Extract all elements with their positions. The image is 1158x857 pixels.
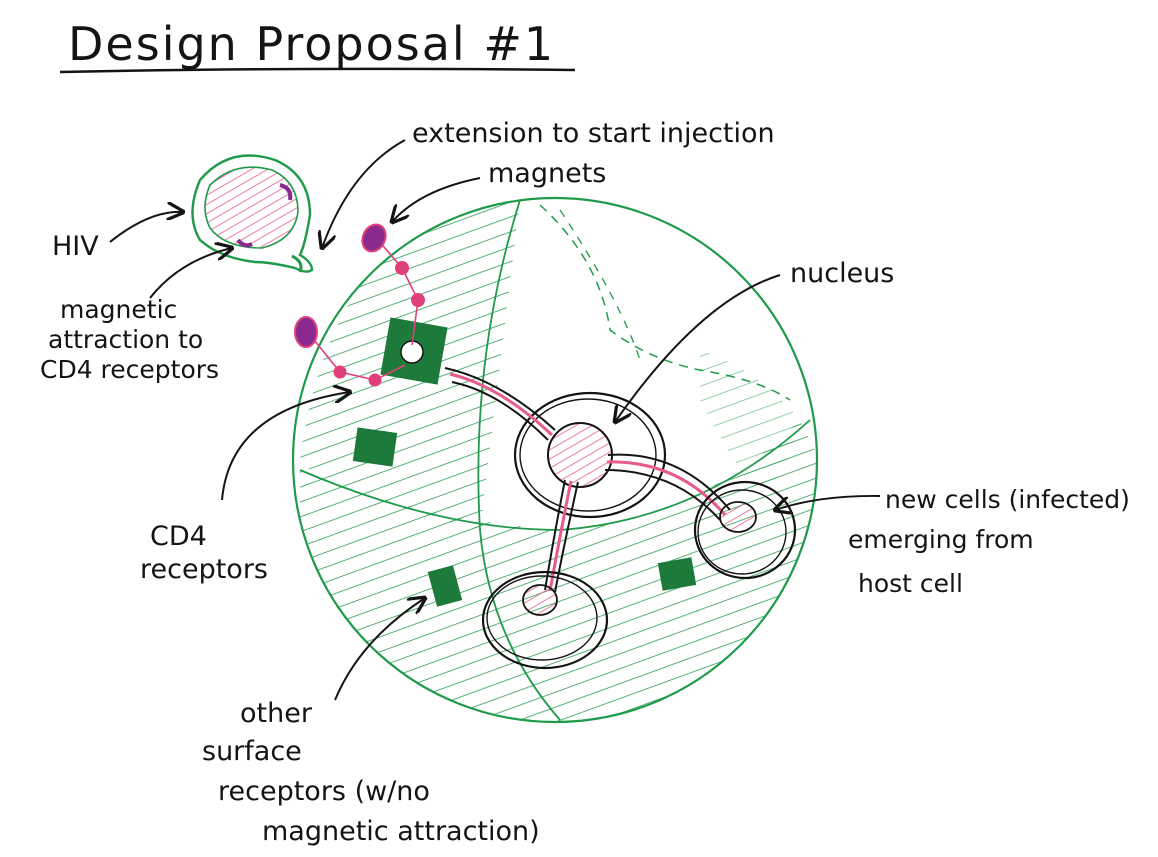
label-magnetic-attraction-2: attraction to <box>48 325 203 354</box>
arrow-hiv <box>110 212 183 242</box>
label-cd4-1: CD4 <box>150 521 207 552</box>
label-new-cells-1: new cells (infected) <box>885 485 1130 514</box>
label-other-2: surface <box>202 736 302 767</box>
arrow-extension <box>322 140 405 248</box>
label-cd4-2: receptors <box>140 554 268 585</box>
nucleus <box>515 393 665 517</box>
title-group: Design Proposal #1 <box>60 17 575 72</box>
page-title: Design Proposal #1 <box>68 17 555 71</box>
label-other-3: receptors (w/no <box>218 776 430 807</box>
nucleus-core <box>548 423 612 487</box>
label-new-cells-3: host cell <box>858 569 963 598</box>
label-magnets: magnets <box>488 158 606 189</box>
label-magnetic-attraction-1: magnetic <box>60 295 177 324</box>
arrow-magnetic-attraction <box>150 248 232 298</box>
label-other-1: other <box>240 698 313 729</box>
label-magnetic-attraction-3: CD4 receptors <box>40 355 219 384</box>
label-other-4: magnetic attraction) <box>262 816 540 847</box>
label-hiv: HIV <box>52 231 99 262</box>
label-new-cells-2: emerging from <box>848 525 1034 554</box>
label-extension: extension to start injection <box>412 118 775 149</box>
label-nucleus: nucleus <box>790 258 894 289</box>
